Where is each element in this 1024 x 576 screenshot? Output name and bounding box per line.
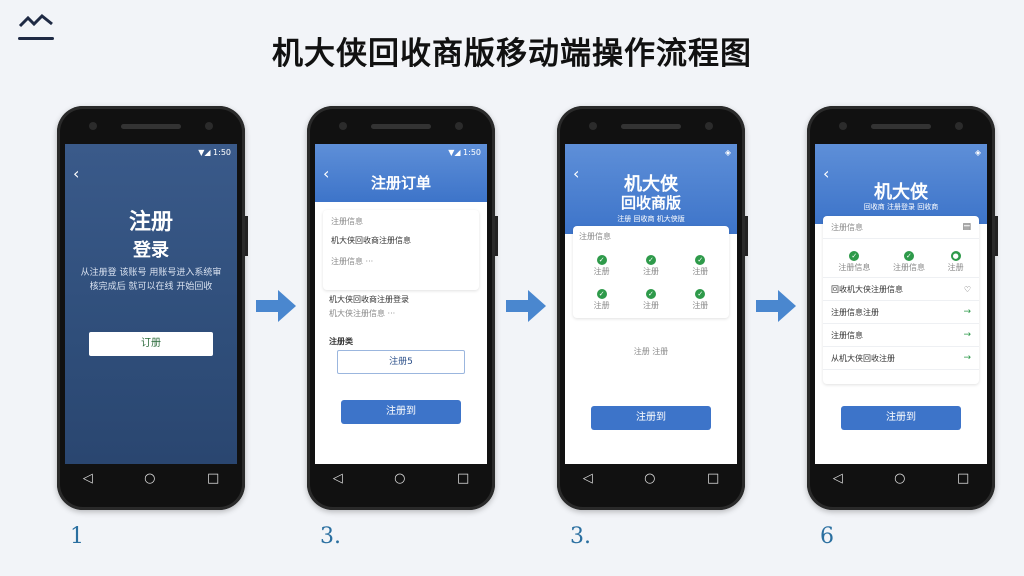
flow-arrow-icon xyxy=(756,290,796,322)
register-title: 注册 xyxy=(128,210,173,235)
check-icon: ✓ xyxy=(596,255,607,265)
check-icon: ✓ xyxy=(849,251,860,261)
info-line: 机大侠注册信息 ··· xyxy=(329,309,396,318)
flow-arrow-icon xyxy=(506,290,546,322)
screen-title: 注册订单 xyxy=(370,174,431,192)
phone-2: ▼◢ 1:50 ‹ 注册订单 注册信息 机大侠回收商注册信息 注册信息 ··· … xyxy=(307,106,498,510)
flow-arrow-icon xyxy=(256,290,296,322)
submit-button[interactable]: 注册到 xyxy=(841,406,961,430)
section-label: 注册信息 xyxy=(331,217,363,226)
check-icon: ● xyxy=(950,251,961,261)
page-title: 机大侠回收商版移动端操作流程图 xyxy=(272,36,752,72)
grid-cell[interactable]: ✓注册 xyxy=(642,255,659,276)
info-line: 注册信息 ··· xyxy=(331,257,374,266)
arrow-right-icon: → xyxy=(963,353,971,363)
dealer-screen: ◈ ‹ 机大侠 回收商版 注册 回收商 机大侠版 注册信息 ✓注册 ✓注册 ✓注… xyxy=(565,144,737,464)
nav-back-icon[interactable]: ◁ xyxy=(582,470,593,486)
check-icon: ✓ xyxy=(695,255,706,265)
back-icon[interactable]: ‹ xyxy=(823,164,830,183)
section-label: 注册信息 xyxy=(831,222,863,232)
check-grid: ✓注册 ✓注册 ✓注册 ✓注册 ✓注册 ✓注册 xyxy=(573,247,729,311)
nav-bar: ◁ ○ □ xyxy=(557,464,745,492)
section-label: 注册信息 xyxy=(579,232,611,241)
field-label: 注册类 xyxy=(329,337,353,346)
tagline: 注册 回收商 机大侠版 xyxy=(617,215,685,223)
type-input[interactable]: 注册5 xyxy=(337,350,465,374)
check-icon: ✓ xyxy=(903,251,914,261)
brand-title: 机大侠 xyxy=(624,174,678,195)
list-item[interactable]: 注册信息注册→ xyxy=(823,301,979,324)
brand-title: 机大侠 xyxy=(874,182,928,203)
grid-cell[interactable]: ✓注册 xyxy=(593,289,610,310)
tagline: 回收商 注册登录 回收商 xyxy=(863,203,939,211)
register-button[interactable]: 订册 xyxy=(89,332,213,356)
info-line: 机大侠回收商注册信息 xyxy=(331,236,411,245)
nav-bar: ◁ ○ □ xyxy=(307,464,495,492)
step-number: 6 xyxy=(820,524,834,549)
heart-icon[interactable]: ♡ xyxy=(963,284,971,294)
arrow-right-icon: → xyxy=(963,307,971,317)
info-line: 机大侠回收商注册登录 xyxy=(329,295,409,304)
step-number: 3. xyxy=(570,524,591,549)
check-icon: ✓ xyxy=(596,289,607,299)
nav-bar: ◁ ○ □ xyxy=(807,464,995,492)
submit-button[interactable]: 注册到 xyxy=(341,400,461,424)
nav-recent-icon[interactable]: □ xyxy=(706,470,720,486)
check-item[interactable]: ✓注册信息 xyxy=(838,251,871,272)
check-icon: ✓ xyxy=(695,289,706,299)
brand-subtitle: 回收商版 xyxy=(620,194,681,212)
phone-4: ◈ ‹ 机大侠 回收商 注册登录 回收商 注册信息 ▤ ✓注册信息 ✓注册信息 … xyxy=(807,106,998,510)
back-icon[interactable]: ‹ xyxy=(323,164,330,183)
nav-back-icon[interactable]: ◁ xyxy=(332,470,343,486)
check-icon: ✓ xyxy=(645,289,656,299)
home-screen: ◈ ‹ 机大侠 回收商 注册登录 回收商 注册信息 ▤ ✓注册信息 ✓注册信息 … xyxy=(815,144,987,464)
register-screen: ▼◢ 1:50 ‹ 注册 登录 从注册登 该账号 用账号进入系统审核完成后 就可… xyxy=(65,144,237,464)
status-bar: ▼◢ 1:50 xyxy=(198,148,231,157)
phone-3: ◈ ‹ 机大侠 回收商版 注册 回收商 机大侠版 注册信息 ✓注册 ✓注册 ✓注… xyxy=(557,106,748,510)
check-row: ✓注册信息 ✓注册信息 ●注册 xyxy=(823,239,979,278)
list-item[interactable]: 从机大侠回收注册→ xyxy=(823,347,979,370)
grid-cell[interactable]: ✓注册 xyxy=(642,289,659,310)
login-title: 登录 xyxy=(133,240,169,261)
check-icon: ✓ xyxy=(645,255,656,265)
submit-button[interactable]: 注册到 xyxy=(591,406,711,430)
phone-1: ▼◢ 1:50 ‹ 注册 登录 从注册登 该账号 用账号进入系统审核完成后 就可… xyxy=(57,106,248,510)
nav-bar: ◁ ○ □ xyxy=(57,464,245,492)
logo-icon xyxy=(18,12,54,42)
nav-home-icon[interactable]: ○ xyxy=(144,470,156,486)
nav-recent-icon[interactable]: □ xyxy=(456,470,470,486)
status-bar: ◈ xyxy=(724,148,731,157)
nav-home-icon[interactable]: ○ xyxy=(644,470,656,486)
arrow-right-icon: → xyxy=(963,330,971,340)
grid-cell[interactable]: ✓注册 xyxy=(692,289,709,310)
status-bar: ◈ xyxy=(974,148,981,157)
nav-recent-icon[interactable]: □ xyxy=(956,470,970,486)
note-text: 注册 注册 xyxy=(633,347,669,356)
back-icon[interactable]: ‹ xyxy=(73,164,80,183)
grid-cell[interactable]: ✓注册 xyxy=(593,255,610,276)
list-item[interactable]: 注册信息→ xyxy=(823,324,979,347)
description: 从注册登 该账号 用账号进入系统审核完成后 就可以在线 开始回收 xyxy=(80,268,222,292)
list-icon[interactable]: ▤ xyxy=(962,222,971,232)
nav-home-icon[interactable]: ○ xyxy=(394,470,406,486)
order-screen: ▼◢ 1:50 ‹ 注册订单 注册信息 机大侠回收商注册信息 注册信息 ··· … xyxy=(315,144,487,464)
status-bar: ▼◢ 1:50 xyxy=(448,148,481,157)
check-item[interactable]: ●注册 xyxy=(947,251,964,272)
nav-back-icon[interactable]: ◁ xyxy=(832,470,843,486)
check-item[interactable]: ✓注册信息 xyxy=(892,251,925,272)
step-number: 3. xyxy=(320,524,341,549)
nav-home-icon[interactable]: ○ xyxy=(894,470,906,486)
nav-recent-icon[interactable]: □ xyxy=(206,470,220,486)
list-item[interactable]: 回收机大侠注册信息♡ xyxy=(823,278,979,301)
nav-back-icon[interactable]: ◁ xyxy=(82,470,93,486)
step-number: 1 xyxy=(70,524,84,549)
grid-cell[interactable]: ✓注册 xyxy=(692,255,709,276)
back-icon[interactable]: ‹ xyxy=(573,164,580,183)
